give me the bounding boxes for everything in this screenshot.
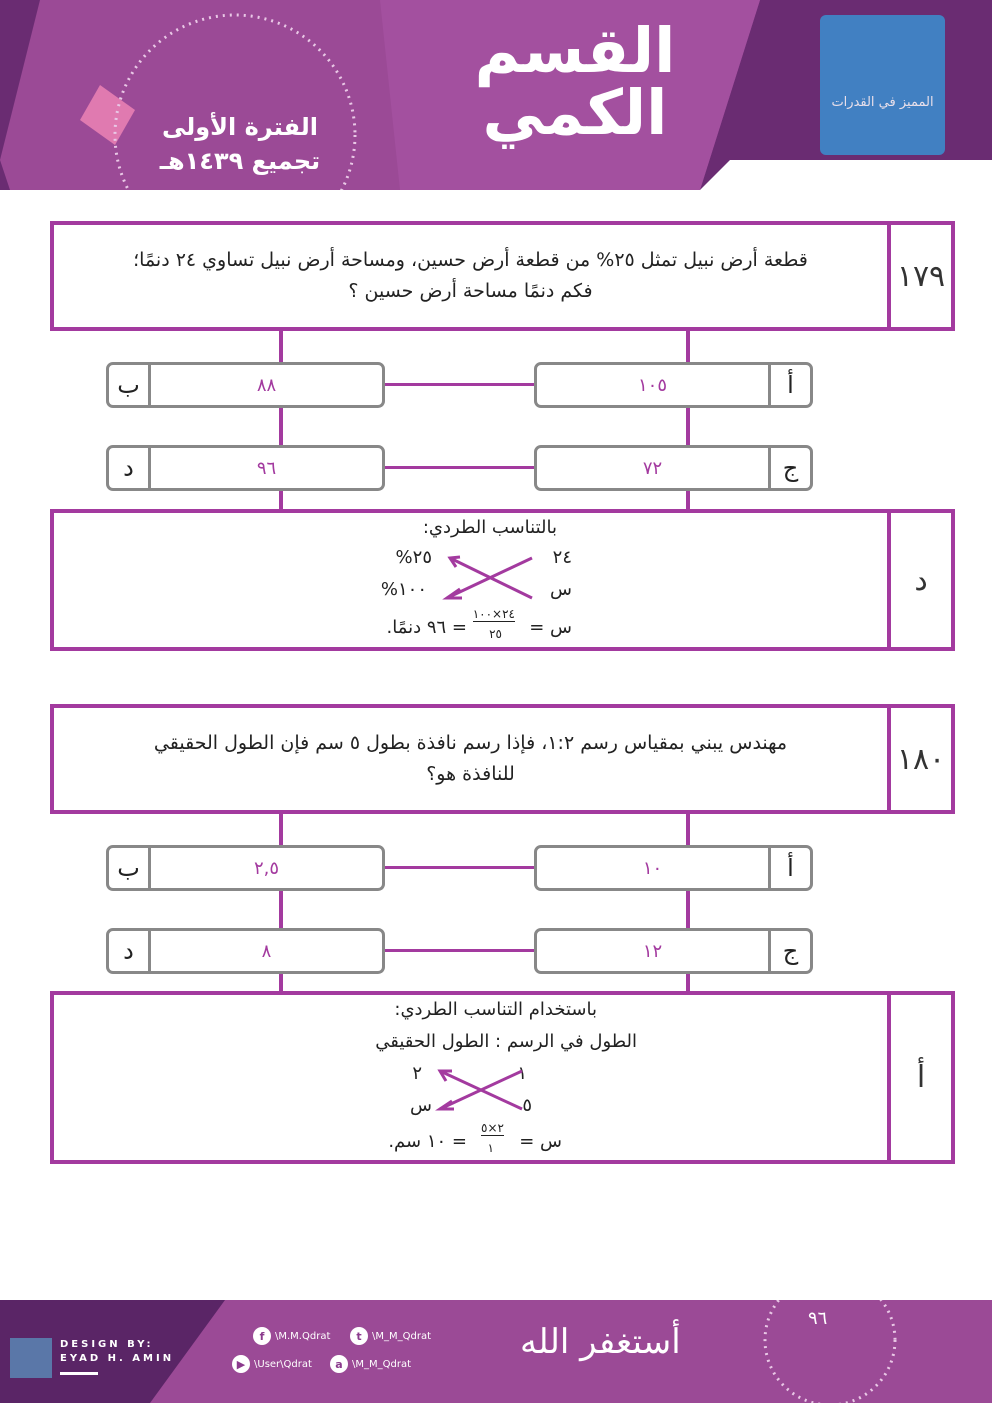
fraction-numerator: ٢×٥: [481, 1121, 504, 1136]
equation-rhs: = ٩٦ دنمًا.: [386, 617, 467, 638]
facebook-icon: f: [253, 1327, 271, 1345]
fraction-numerator: ٢٤×١٠٠: [472, 607, 515, 622]
designer-name: EYAD H. AMIN: [60, 1353, 175, 1364]
twitter-handle: \M_M_Qdrat: [372, 1330, 432, 1342]
ratio-value: س: [550, 579, 572, 600]
badge-line-2: تجميع ١٤٣٩هـ: [159, 147, 321, 175]
answer-letter: د: [887, 513, 951, 647]
fraction-denominator: ١: [487, 1141, 494, 1155]
calligraphy: أستغفر الله: [520, 1322, 681, 1362]
option-letter: ب: [109, 848, 151, 888]
question-box: قطعة أرض نبيل تمثل ٢٥% من قطعة أرض حسين،…: [50, 221, 955, 331]
divider: [60, 1372, 98, 1375]
solution-heading: بالتناسب الطردي:: [422, 517, 557, 538]
option-letter: ج: [768, 448, 810, 488]
header-banner: المميز في القدرات القسم الكمي الفترة الأ…: [0, 0, 992, 190]
page-number: ٩٦: [808, 1308, 828, 1329]
question-text: مهندس يبني بمقياس رسم ١:٢، فإذا رسم نافذ…: [54, 708, 887, 810]
option-value: ١٠: [642, 857, 663, 879]
facebook-handle: \M.M.Qdrat: [275, 1330, 331, 1342]
ratio-value: ٢٤: [552, 547, 572, 568]
option-value: ٧٢: [642, 457, 663, 479]
badge-line-1: الفترة الأولى: [161, 113, 319, 141]
equation-rhs: = ١٠ سم.: [388, 1131, 467, 1152]
option-letter: د: [109, 448, 151, 488]
question-number: ١٨٠: [887, 708, 951, 810]
question-line: للنافذة هو؟: [426, 763, 515, 785]
option-a[interactable]: ١٠٥ أ: [534, 362, 813, 408]
equation-lhs: س =: [529, 617, 572, 638]
solution-subheading: الطول في الرسم : الطول الحقيقي: [375, 1031, 637, 1052]
designer-logo: [10, 1338, 52, 1378]
option-value: ٢,٥: [253, 857, 280, 879]
fraction-denominator: ٢٥: [489, 627, 502, 641]
option-letter: د: [109, 931, 151, 971]
twitter-icon: t: [350, 1327, 368, 1345]
option-value: ١٢: [642, 940, 663, 962]
option-value: ١٠٥: [637, 374, 667, 396]
option-letter: أ: [768, 365, 810, 405]
ratio-value: ٥: [522, 1095, 532, 1116]
option-value: ٩٦: [256, 457, 277, 479]
solution-box: بالتناسب الطردي: ٢٤ ٢٥% س ١٠٠% س = ٢٤×١٠…: [50, 509, 955, 651]
ratio-value: ١٠٠%: [380, 579, 427, 600]
question-line: فكم دنمًا مساحة أرض حسين ؟: [348, 280, 593, 302]
logo-text: المميز في القدرات: [831, 95, 934, 110]
option-a[interactable]: ١٠ أ: [534, 845, 813, 891]
equation-lhs: س =: [519, 1131, 562, 1152]
option-value: ٨: [261, 940, 272, 962]
cross-arrows: [435, 1069, 523, 1111]
youtube-icon: ▶: [232, 1355, 250, 1373]
design-by-label: DESIGN BY:: [60, 1339, 154, 1350]
ratio-value: ٢: [412, 1063, 422, 1084]
solution-heading: باستخدام التناسب الطردي:: [394, 999, 597, 1020]
option-c[interactable]: ٧٢ ج: [534, 445, 813, 491]
ask-link[interactable]: a \M_M_Qdrat: [330, 1355, 411, 1373]
ask-icon: a: [330, 1355, 348, 1373]
ask-handle: \M_M_Qdrat: [352, 1358, 412, 1370]
section-title: القسم الكمي: [400, 20, 750, 144]
option-d[interactable]: د ٩٦: [106, 445, 385, 491]
footer: DESIGN BY: EYAD H. AMIN f \M.M.Qdrat t \M_…: [0, 1300, 992, 1403]
question-number: ١٧٩: [887, 225, 951, 327]
solution: بالتناسب الطردي: ٢٤ ٢٥% س ١٠٠% س = ٢٤×١٠…: [54, 513, 887, 647]
youtube-link[interactable]: ▶ \User\Qdrat: [232, 1355, 312, 1373]
solution: باستخدام التناسب الطردي: الطول في الرسم …: [54, 995, 887, 1160]
option-c[interactable]: ١٢ ج: [534, 928, 813, 974]
period-badge: الفترة الأولى تجميع ١٤٣٩هـ: [130, 110, 350, 178]
title-line-1: القسم: [474, 14, 676, 87]
youtube-handle: \User\Qdrat: [254, 1358, 312, 1370]
option-letter: ب: [109, 365, 151, 405]
option-letter: ج: [768, 931, 810, 971]
ratio-value: ١: [517, 1063, 527, 1084]
solution-box: باستخدام التناسب الطردي: الطول في الرسم …: [50, 991, 955, 1164]
question-line: قطعة أرض نبيل تمثل ٢٥% من قطعة أرض حسين،…: [133, 249, 808, 271]
logo: المميز في القدرات: [820, 15, 945, 155]
cross-arrows: [442, 555, 533, 600]
answer-letter: أ: [887, 995, 951, 1160]
ratio-value: س: [410, 1095, 432, 1116]
question-text: قطعة أرض نبيل تمثل ٢٥% من قطعة أرض حسين،…: [54, 225, 887, 327]
title-line-2: الكمي: [482, 76, 668, 149]
option-letter: أ: [768, 848, 810, 888]
question-line: مهندس يبني بمقياس رسم ١:٢، فإذا رسم نافذ…: [153, 732, 788, 754]
option-b[interactable]: ب ٢,٥: [106, 845, 385, 891]
option-b[interactable]: ب ٨٨: [106, 362, 385, 408]
ratio-value: ٢٥%: [395, 547, 432, 568]
twitter-link[interactable]: t \M_M_Qdrat: [350, 1327, 431, 1345]
facebook-link[interactable]: f \M.M.Qdrat: [253, 1327, 330, 1345]
question-box: مهندس يبني بمقياس رسم ١:٢، فإذا رسم نافذ…: [50, 704, 955, 814]
option-value: ٨٨: [256, 374, 277, 396]
